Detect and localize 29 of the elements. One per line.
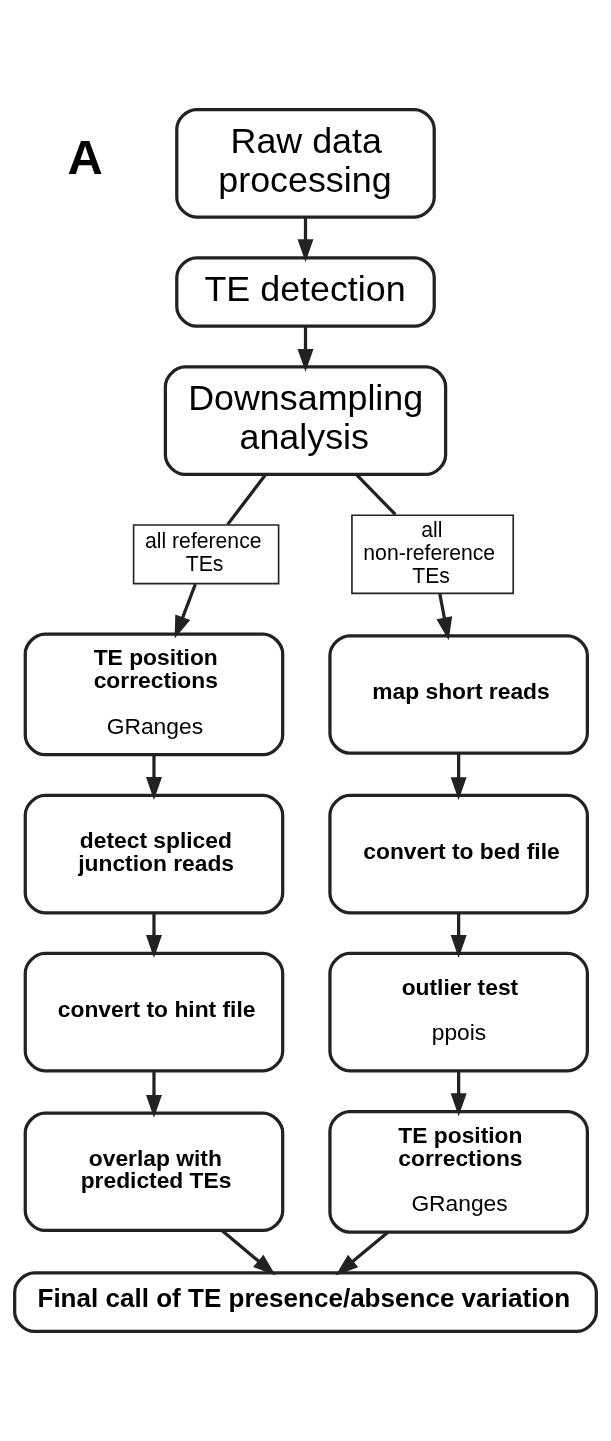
arrow	[297, 326, 314, 372]
arrow	[450, 912, 467, 958]
arrow	[335, 1230, 389, 1276]
node-box: map short reads	[328, 634, 589, 755]
arrow	[221, 1229, 276, 1276]
arrow	[450, 1071, 467, 1117]
node-box: all non-reference TEs	[351, 514, 515, 595]
arrow	[174, 583, 197, 639]
node-box: TE position corrections GRanges	[328, 1109, 589, 1234]
arrow	[436, 593, 453, 641]
node-box: convert to hint file	[23, 951, 285, 1073]
node-box: Final call of TE presence/absence variation	[13, 1271, 598, 1334]
connector	[355, 473, 397, 516]
node-box: convert to bed file	[328, 793, 589, 915]
node-box: TE detection	[175, 256, 436, 328]
node-box: Downsampling analysis	[163, 365, 448, 477]
node-box: TE position corrections GRanges	[23, 632, 285, 757]
arrow	[297, 217, 314, 262]
node-box: all reference TEs	[132, 524, 280, 585]
arrow	[145, 912, 162, 958]
node-box: outlier test ppois	[328, 951, 589, 1073]
label: A	[67, 129, 103, 184]
arrow	[450, 753, 467, 801]
arrow	[145, 754, 162, 800]
node-box: overlap with predicted TEs	[23, 1111, 285, 1233]
arrow	[145, 1071, 162, 1118]
node-box: Raw data processing	[175, 107, 436, 219]
node-box: detect spliced junction reads	[23, 793, 285, 915]
connector	[226, 473, 267, 526]
